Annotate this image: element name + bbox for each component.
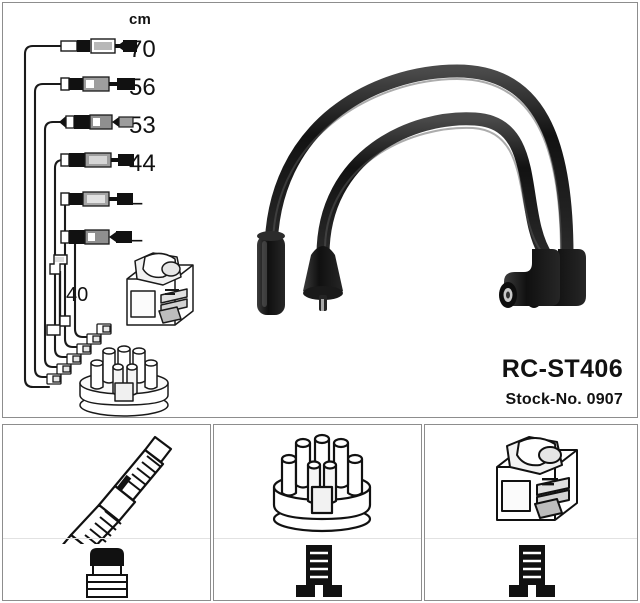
main-diagram-panel: cm 70 56 53 44 – – 40 RC-ST406 Stock-No.…	[2, 2, 638, 418]
distributor-cap-icon	[272, 433, 372, 533]
ignition-cable-photos	[257, 64, 586, 315]
terminal-connector-icon	[509, 545, 555, 597]
distributor-cap-line-art	[79, 345, 169, 417]
coil-lead-40-line-art	[46, 254, 71, 336]
terminal-connector-icon	[296, 545, 342, 597]
cable-harness-line-art	[23, 38, 137, 389]
straight-boot-connector-icon	[86, 548, 128, 598]
coil-lead-length-label: 40	[66, 284, 89, 306]
unit-header: cm	[129, 11, 152, 28]
harness-terminal-ends	[46, 323, 112, 385]
cable-connectors	[59, 38, 137, 245]
cable-length-5: –	[129, 226, 143, 253]
distributor-cap-panel	[213, 424, 422, 601]
stock-number: Stock-No. 0907	[505, 391, 623, 408]
ignition-coil-panel	[424, 424, 638, 601]
panel-divider	[214, 538, 421, 539]
spark-plug-panel	[2, 424, 211, 601]
ignition-coil-line-art	[126, 252, 194, 326]
panel-divider	[425, 538, 637, 539]
ignition-coil-icon	[496, 436, 578, 521]
part-number: RC-ST406	[501, 355, 623, 383]
straight-boot-left	[257, 231, 285, 315]
conical-plug-left	[303, 246, 343, 311]
elbow-boot-right-inner	[499, 249, 560, 308]
panel-divider	[3, 538, 210, 539]
ignition-cable-short	[303, 112, 560, 311]
spark-plug-icon	[62, 435, 173, 544]
